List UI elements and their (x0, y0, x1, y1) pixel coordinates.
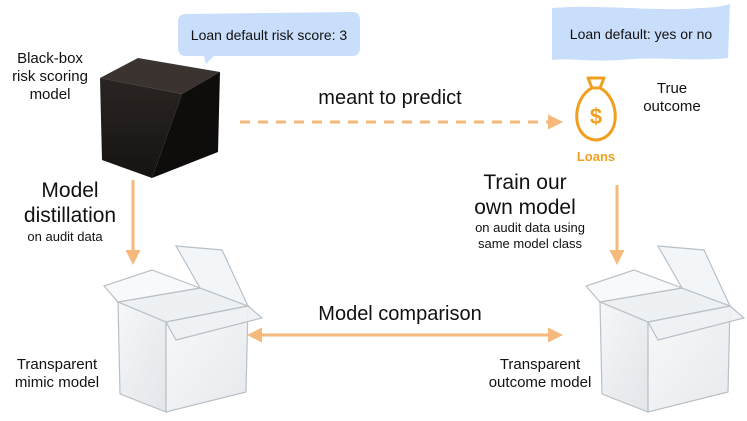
transparent-box-right (584, 245, 746, 413)
distillation-title-line-2: distillation (23, 204, 117, 228)
callout-bubble-left (178, 12, 360, 64)
true-outcome-line-1: True (656, 80, 688, 97)
callout-bubble-right (552, 4, 730, 61)
svg-text:$: $ (590, 104, 602, 129)
mimic-model-line-2: mimic model (14, 374, 100, 391)
train-title-line-1: Train our (483, 171, 567, 194)
train-subtitle-line-1: on audit data using (475, 220, 585, 235)
black-box-label: Black-box risk scoring model (0, 50, 100, 104)
train-title: Train our own model (450, 170, 600, 220)
black-box-label-line-1: Black-box (17, 50, 83, 67)
distillation-subtitle: on audit data (27, 229, 103, 244)
callout-right-text: Loan default: yes or no (569, 26, 713, 42)
model-comparison-label: Model comparison (318, 303, 482, 325)
black-box-label-line-3: model (29, 86, 71, 103)
distillation-title: Model distillation (10, 178, 130, 228)
meant-to-predict-label: meant to predict (318, 87, 462, 109)
mimic-model-label: Transparent mimic model (2, 356, 112, 392)
callout-left-text: Loan default risk score: 3 (190, 27, 348, 43)
train-subtitle: on audit data using same model class (455, 220, 605, 251)
loans-caption: Loans (576, 149, 616, 164)
true-outcome-line-2: outcome (643, 98, 701, 115)
train-title-line-2: own model (474, 196, 576, 220)
outcome-model-line-2: outcome model (488, 374, 592, 391)
mimic-model-line-1: Transparent (16, 356, 98, 373)
true-outcome-label: True outcome (622, 80, 722, 116)
train-subtitle-line-2: same model class (477, 235, 583, 251)
black-box-cube (100, 58, 220, 178)
outcome-model-label: Transparent outcome model (478, 356, 602, 392)
transparent-box-left (102, 245, 264, 413)
distillation-title-line-1: Model (41, 179, 99, 202)
black-box-label-line-2: risk scoring (12, 68, 88, 85)
outcome-model-line-1: Transparent (499, 356, 581, 373)
money-bag-icon: $ (575, 76, 617, 142)
